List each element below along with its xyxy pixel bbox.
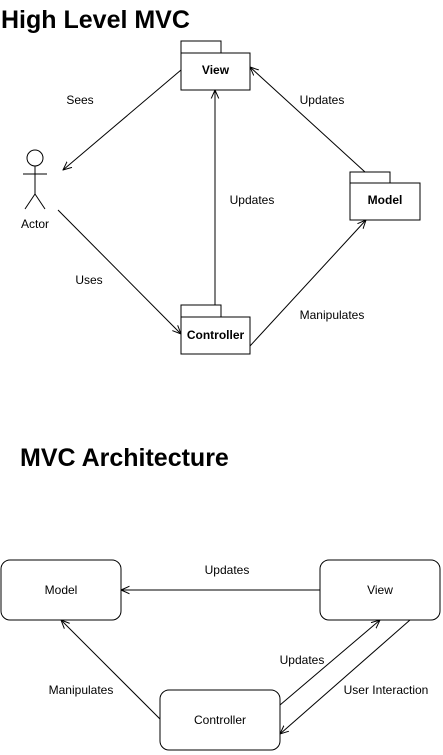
edge-label-updates-middle: Updates [230, 193, 275, 207]
arch-edge-controller-to-model[interactable] [61, 620, 161, 720]
edge-label-uses: Uses [75, 273, 102, 287]
controller-package-tab [180, 304, 222, 318]
actor-head [26, 149, 44, 167]
view-package-label: View [202, 63, 230, 77]
mvc-architecture-title: MVC Architecture [20, 444, 229, 472]
actor-right-leg [34, 193, 46, 210]
edge-actor-to-controller[interactable] [57, 209, 181, 334]
edge-view-to-actor[interactable] [63, 69, 182, 170]
edge-label-sees: Sees [66, 93, 93, 107]
model-package-tab [349, 171, 391, 184]
edge-label-updates-top: Updates [300, 93, 345, 107]
arch-controller-label: Controller [194, 713, 246, 727]
edge-controller-to-model[interactable] [249, 220, 366, 347]
actor-label: Actor [21, 217, 49, 231]
arch-edge-view-to-controller[interactable] [280, 619, 411, 734]
controller-package[interactable]: Controller [180, 304, 251, 355]
arch-view-label: View [367, 583, 393, 597]
arch-view-box[interactable]: View [319, 559, 441, 621]
actor-left-leg [24, 193, 36, 210]
model-package-body [349, 182, 421, 221]
arch-edge-label-manipulates: Manipulates [49, 683, 114, 697]
controller-package-body [180, 316, 251, 355]
view-package-tab [180, 40, 222, 54]
edge-model-to-view[interactable] [250, 67, 366, 173]
actor-figure[interactable] [23, 149, 47, 210]
view-package-body [180, 52, 251, 91]
arch-model-label: Model [45, 583, 78, 597]
controller-package-label: Controller [187, 328, 245, 342]
arch-controller-rect [159, 689, 281, 751]
edge-label-manipulates: Manipulates [300, 308, 365, 322]
arch-controller-box[interactable]: Controller [159, 689, 281, 751]
arch-edge-label-updates-top: Updates [205, 563, 250, 577]
high-level-mvc-title: High Level MVC [1, 6, 190, 34]
model-package[interactable]: Model [349, 171, 421, 221]
arch-model-box[interactable]: Model [0, 559, 122, 621]
model-package-label: Model [368, 193, 403, 207]
arch-edge-label-user-interaction: User Interaction [344, 683, 429, 697]
view-package[interactable]: View [180, 40, 251, 91]
arch-edge-label-updates-lower: Updates [280, 653, 325, 667]
arch-edge-controller-to-view[interactable] [279, 620, 380, 706]
